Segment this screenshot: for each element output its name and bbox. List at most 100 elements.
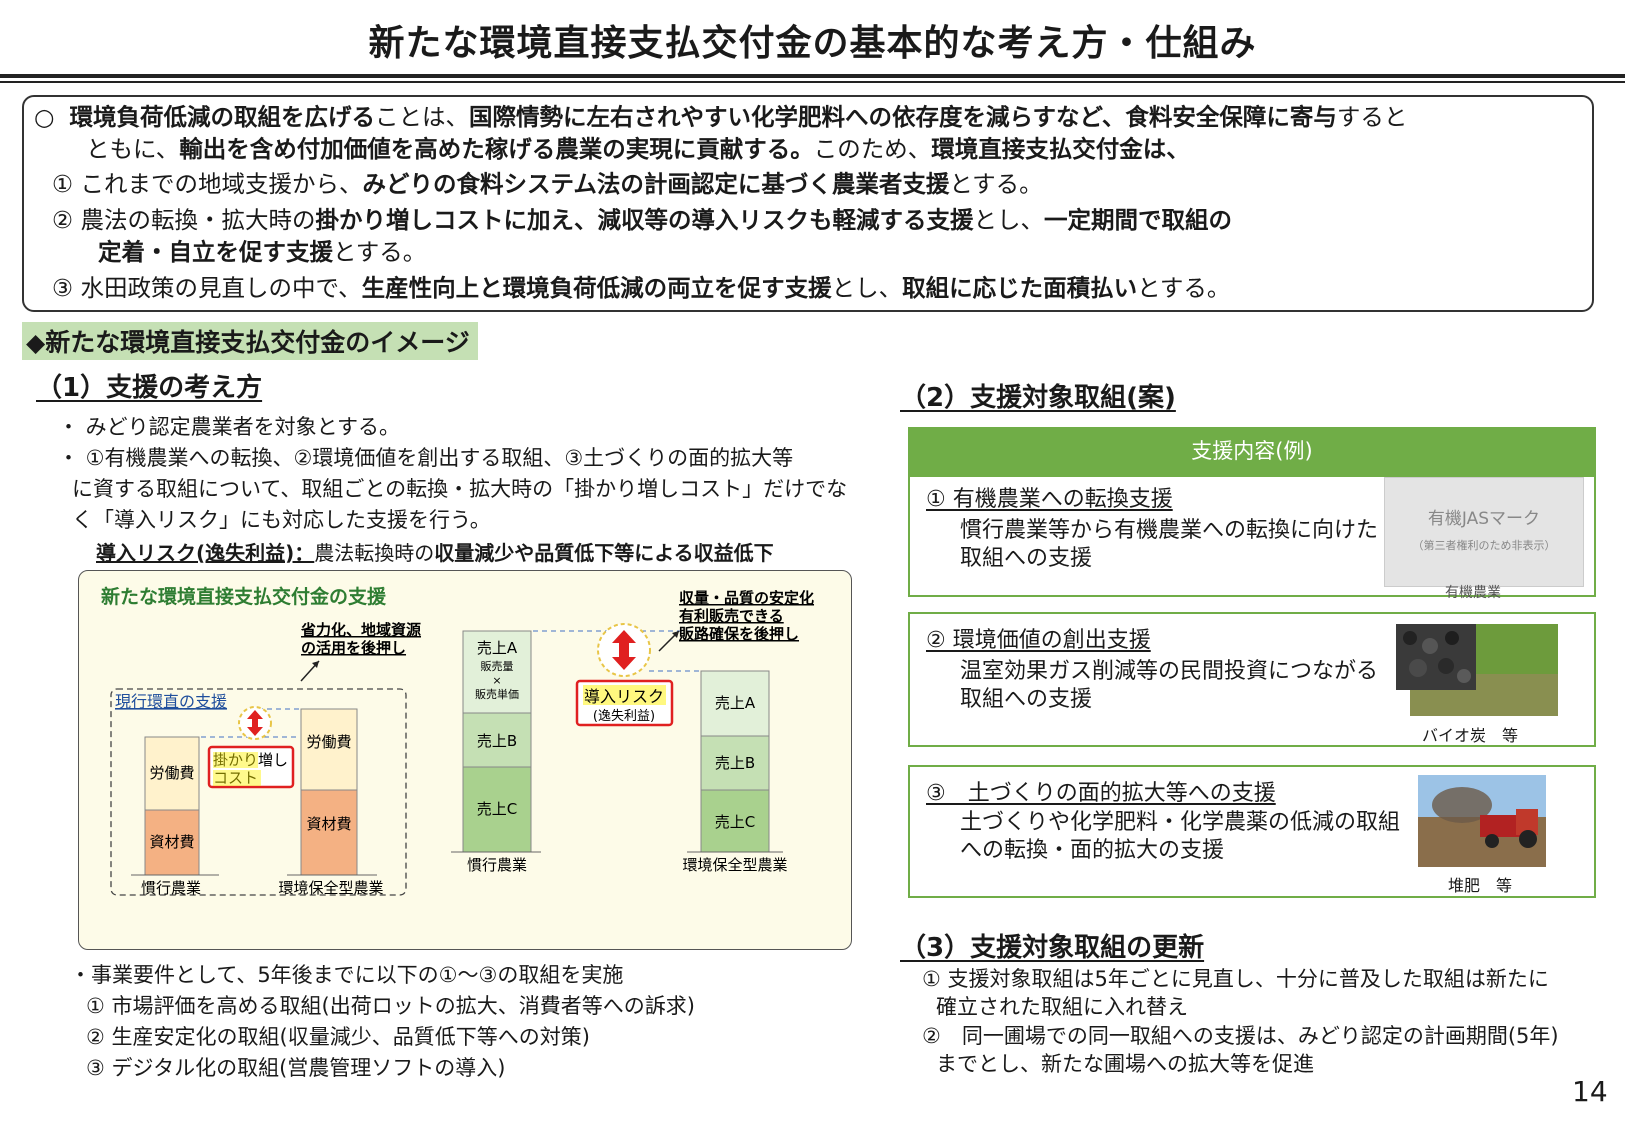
photo-caption-biochar: バイオ炭 等: [1422, 726, 1519, 745]
sec1-bullet-2-line-2: に資する取組について、取組ごとの転換・拡大時の「掛かり増しコスト」だけでな: [72, 477, 848, 501]
req-item-2: ② 生産安定化の取組(収量減少、品質低下等への対策): [86, 1025, 590, 1049]
intro-point-3: ③ 水田政策の見直しの中で、生産性向上と環境負荷低減の両立を促す支援とし、取組に…: [52, 274, 1231, 302]
conv-labor-bar: [144, 736, 200, 811]
eco-material-label: 資材費: [306, 815, 351, 833]
diagram-title: 新たな環境直接支払交付金の支援: [101, 585, 387, 608]
saving-note-1: 省力化、地域資源: [300, 621, 421, 639]
risk-arrow-icon: [612, 630, 636, 670]
conv-labor-label: 労働費: [149, 764, 194, 782]
eco-sales-c-label: 売上C: [715, 813, 755, 831]
conv-sales-c-bar: [462, 766, 532, 853]
conv-sales-a-sub-2: ×: [492, 674, 501, 687]
page-title: 新たな環境直接支払交付金の基本的な考え方・仕組み: [368, 23, 1257, 64]
sec1-bullet-2: ・ ①有機農業への転換、②環境価値を創出する取組、③土づくりの面的拡大等: [58, 446, 794, 470]
risk-label: 導入リスク: [584, 687, 664, 706]
photo-caption-compost: 堆肥 等: [1448, 876, 1513, 895]
update-item-2: ② 同一圃場での同一取組への支援は、みどり認定の計画期間(5年) までとし、新た…: [922, 1024, 1559, 1076]
current-support-box: [110, 688, 407, 896]
support-item-title: ③ 土づくりの面的拡大等への支援: [926, 781, 1276, 806]
wheel: [1519, 830, 1537, 848]
support-item-body-2: 取組への支援: [960, 687, 1093, 712]
support-item-body-1: 慣行農業等から有機農業への転換に向けた: [960, 518, 1379, 543]
conv-sales-a-sub-3: 販売単価: [475, 687, 519, 701]
eco-labor-bar: [300, 708, 358, 791]
title-rule-thin: [0, 81, 1625, 83]
biochar-chunk: [1409, 659, 1427, 677]
intro-point-2-cont: 定着・自立を促す支援とする。: [98, 238, 427, 266]
conv-material-label: 資材費: [149, 833, 194, 851]
saving-note-2: の活用を後押し: [301, 639, 406, 657]
support-item-title: ② 環境価値の創出支援: [926, 628, 1151, 653]
organic-jas-mark-placeholder: 有機JASマーク （第三者権利のため非表示）: [1384, 477, 1584, 587]
conv-sales-a-label: 売上A: [477, 639, 518, 657]
eco-label: 環境保全型農業: [278, 879, 383, 897]
eco-sales-label: 環境保全型農業: [682, 856, 787, 874]
section-1-heading: （1）支援の考え方: [36, 373, 263, 403]
market-note-arrowhead: [672, 631, 679, 638]
market-note-2: 有利販売できる: [679, 607, 784, 625]
current-support-label: 現行環直の支援: [115, 692, 227, 711]
compost-photo: [1418, 775, 1546, 867]
wheel: [1485, 834, 1499, 848]
biochar-chunk: [1445, 631, 1459, 645]
support-diagram-svg: 新たな環境直接支払交付金の支援 現行環直の支援 労働費 資材費 慣行農業 労働費…: [101, 585, 814, 897]
saving-note-arrowhead: [312, 661, 319, 668]
compost-spray: [1432, 787, 1492, 823]
intro-line-2: ともに、輸出を含め付加価値を高めた稼げる農業の実現に貢献する。このため、環境直接…: [86, 135, 1190, 163]
extra-cost-box: [207, 745, 295, 789]
risk-highlight: [583, 685, 666, 705]
extra-cost-arrow-icon: [247, 710, 263, 736]
conv-material-bar: [144, 809, 200, 876]
biochar-chunk: [1403, 631, 1417, 645]
market-note-1: 収量・品質の安定化: [679, 589, 814, 607]
sec1-bullet-2-line-3: く「導入リスク」にも対応した支援を行う。: [72, 508, 491, 532]
intro-point-2: ② 農法の転換・拡大時の掛かり増しコストに加え、減収等の導入リスクも軽減する支援…: [52, 206, 1233, 234]
extra-cost-highlight-2: [213, 770, 261, 786]
biochar-chunk: [1438, 658, 1454, 674]
eco-sales-c-bar: [700, 789, 770, 853]
update-item-1: ① 支援対象取組は5年ごとに見直し、十分に普及した取組は新たに 確立された取組に…: [922, 967, 1549, 1019]
page-number: 14: [1572, 1075, 1608, 1108]
sec1-bullet-1: ・ みどり認定農業者を対象とする。: [58, 415, 401, 439]
req-item-3: ③ デジタル化の取組(営農管理ソフトの導入): [86, 1056, 506, 1080]
eco-labor-label: 労働費: [306, 733, 351, 751]
section-3-heading: （3）支援対象取組の更新: [900, 933, 1205, 963]
support-item-body-1: 温室効果ガス削減等の民間投資につながる: [960, 659, 1379, 684]
support-diagram: 新たな環境直接支払交付金の支援 現行環直の支援 労働費 資材費 慣行農業 労働費…: [78, 570, 852, 950]
jas-label: 有機JASマーク: [1427, 509, 1541, 529]
conv-sales-label: 慣行農業: [467, 856, 527, 874]
support-item-body-2: 取組への支援: [960, 546, 1093, 571]
jas-note: （第三者権利のため非表示）: [1412, 539, 1556, 552]
tractor: [1516, 809, 1538, 835]
intro-box: ○ 環境負荷低減の取組を広げることは、国際情勢に左右されやすい化学肥料への依存度…: [22, 95, 1594, 312]
req-item-1: ① 市場評価を高める取組(出荷ロットの拡大、消費者等への訴求): [86, 994, 695, 1018]
biochar-photo: [1396, 624, 1558, 716]
conv-sales-c-label: 売上C: [477, 800, 517, 818]
eco-material-bar: [300, 789, 358, 876]
conv-label: 慣行農業: [141, 879, 201, 897]
eco-sales-a-label: 売上A: [715, 694, 756, 712]
market-note-3: 販路確保を後押し: [679, 625, 799, 643]
intro-point-1: ① これまでの地域支援から、みどりの食料システム法の計画認定に基づく農業者支援と…: [52, 170, 1043, 198]
support-item-soil: ③ 土づくりの面的拡大等への支援 土づくりや化学肥料・化学農薬の低減の取組 への…: [908, 765, 1596, 898]
support-item-organic: ① 有機農業への転換支援 慣行農業等から有機農業への転換に向けた 取組への支援 …: [908, 475, 1596, 601]
conv-sales-a-sub-1: 販売量: [481, 660, 514, 673]
extra-cost-highlight-1: [213, 752, 258, 768]
support-item-environmental-value: ② 環境価値の創出支援 温室効果ガス削減等の民間投資につながる 取組への支援 バ…: [908, 612, 1596, 747]
support-item-body-2: への転換・面的拡大の支援: [960, 838, 1225, 863]
intro-line-1: ○ 環境負荷低減の取組を広げることは、国際情勢に左右されやすい化学肥料への依存度…: [34, 103, 1408, 131]
spreader: [1480, 815, 1520, 837]
biochar-chunk: [1422, 638, 1438, 654]
support-item-body-1: 土づくりや化学肥料・化学農薬の低減の取組: [960, 810, 1401, 835]
extra-cost-label-2: コスト: [213, 769, 258, 787]
requirements: ・事業要件として、5年後までに以下の①～③の取組を実施 ① 市場評価を高める取組…: [70, 960, 695, 1084]
req-lead: ・事業要件として、5年後までに以下の①～③の取組を実施: [70, 963, 624, 987]
title-rule-thick: [0, 74, 1625, 78]
section-2-heading: （2）支援対象取組(案): [900, 383, 1176, 413]
conv-sales-b-label: 売上B: [477, 732, 517, 750]
extra-cost-label-1: 掛かり増し: [213, 751, 288, 769]
risk-definition: 導入リスク(逸失利益)：農法転換時の収量減少や品質低下等による収益低下: [96, 541, 774, 565]
support-item-title: ① 有機農業への転換支援: [926, 487, 1173, 512]
eco-sales-a-bar: [700, 670, 770, 737]
conv-sales-b-bar: [462, 712, 532, 768]
